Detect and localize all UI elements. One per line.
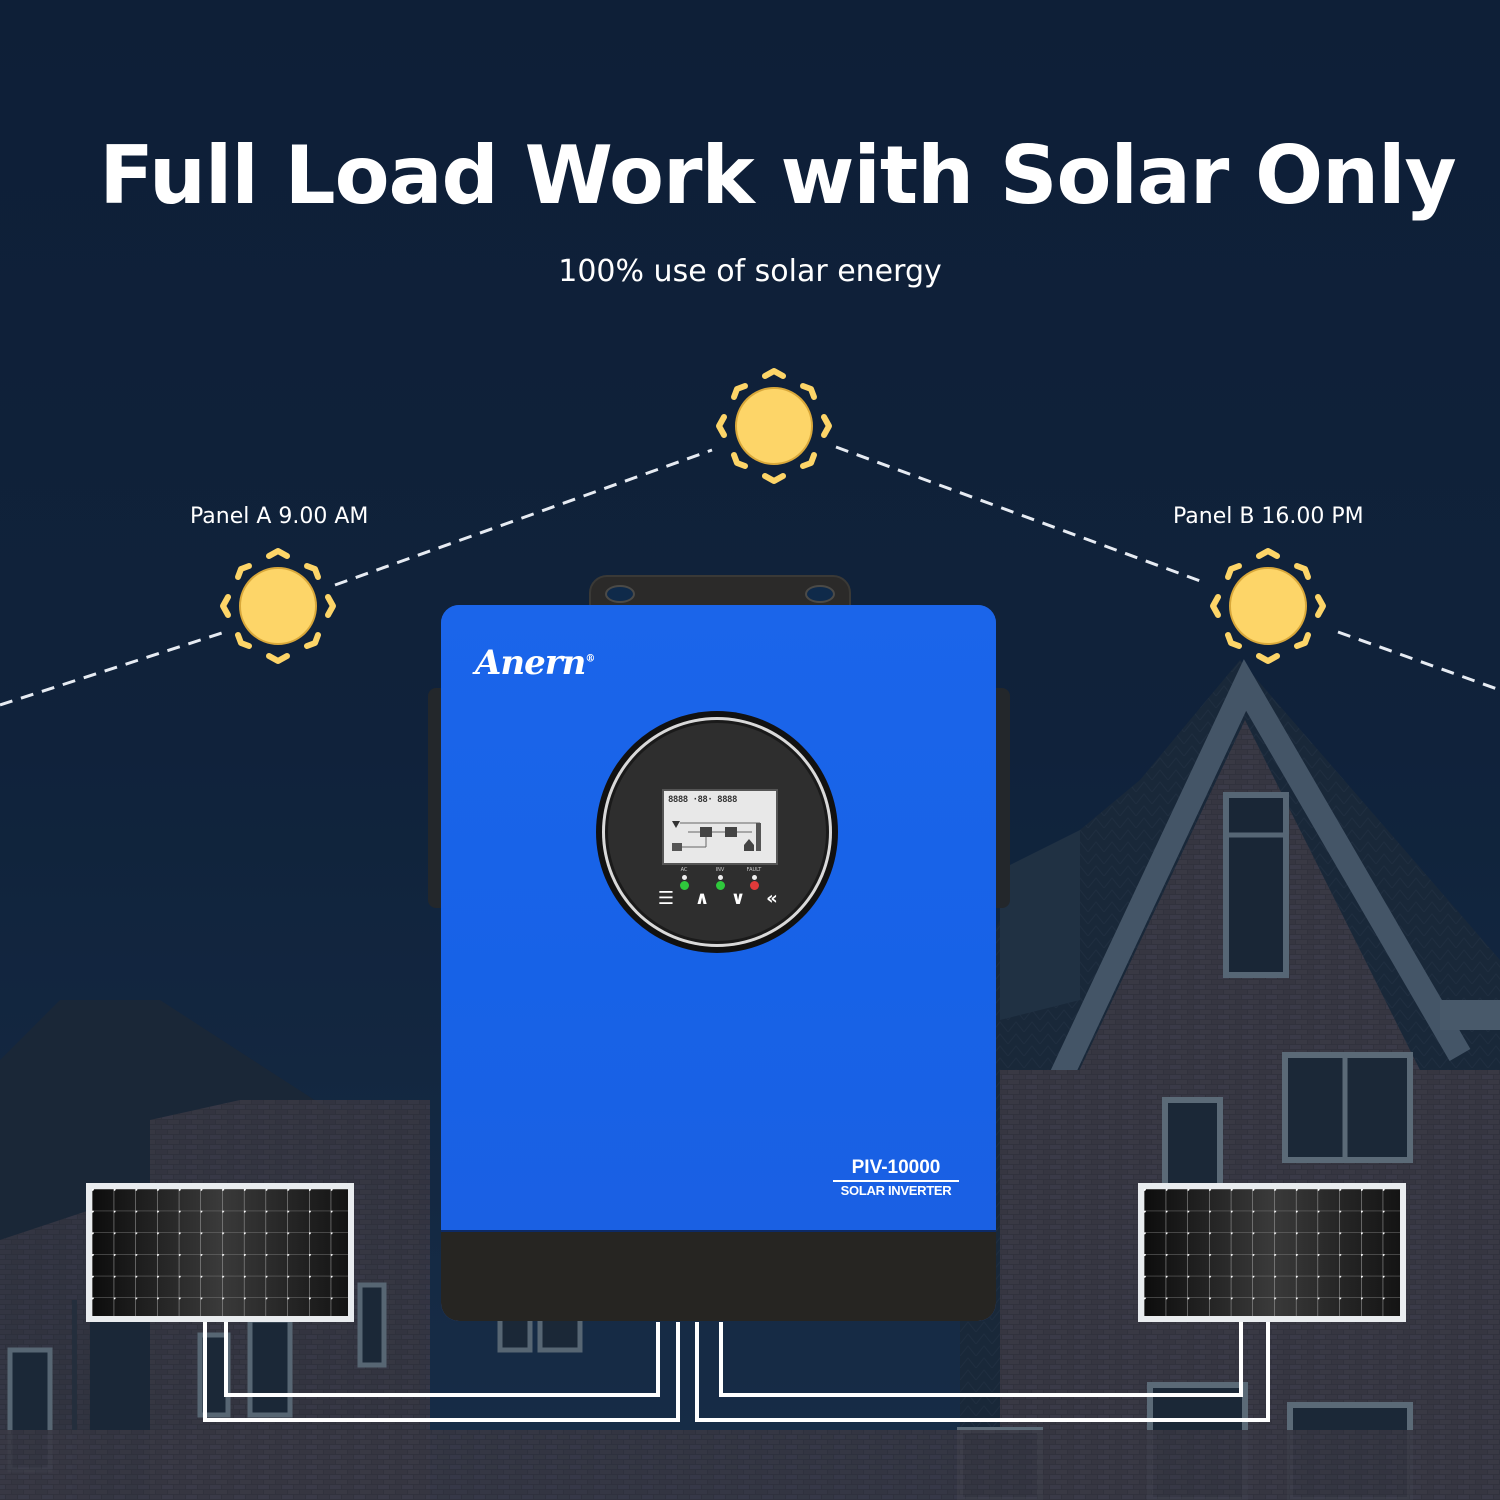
down-button[interactable]: ∨: [730, 888, 746, 909]
inv-led-icon: [715, 881, 725, 890]
brand-logo: Anern®: [475, 643, 595, 683]
solar-inverter: Anern® 8888 ·88· 8888: [441, 605, 996, 1321]
up-button[interactable]: ∧: [694, 888, 710, 909]
model-name: PIV-10000: [833, 1157, 959, 1182]
page-title: Full Load Work with Solar Only: [99, 129, 1456, 222]
page-subtitle: 100% use of solar energy: [558, 254, 942, 289]
mount-hole-icon: [805, 585, 835, 603]
side-fin-left: [428, 688, 444, 908]
sun-icon: [716, 368, 832, 484]
mount-hole-icon: [605, 585, 635, 603]
power-flow-diagram-icon: [672, 821, 761, 851]
sun-icon: [1210, 548, 1326, 664]
ac-led-icon: [679, 881, 689, 890]
control-buttons: ☰ ∧ ∨ «: [654, 887, 784, 917]
dashed-path-left-inner: [334, 448, 713, 587]
lcd-display: 8888 ·88· 8888: [662, 789, 778, 865]
fault-led-icon: [749, 881, 759, 890]
inv-indicator: INV: [710, 867, 730, 891]
menu-button[interactable]: ☰: [657, 888, 675, 909]
fault-indicator: FAULT: [744, 867, 764, 891]
panel-a-label: Panel A 9.00 AM: [190, 504, 369, 529]
dashed-path-right-inner: [835, 445, 1204, 584]
sun-icon: [220, 548, 336, 664]
panel-b-label: Panel B 16.00 PM: [1173, 504, 1364, 529]
dashed-path-left-outer: [0, 630, 226, 707]
inverter-bottom-cover: [441, 1230, 996, 1321]
back-button[interactable]: «: [766, 888, 778, 909]
status-indicators: AC INV FAULT: [674, 867, 764, 899]
lcd-readout: 8888 ·88· 8888: [668, 795, 737, 805]
side-fin-right: [994, 688, 1010, 908]
control-panel: 8888 ·88· 8888: [596, 711, 838, 953]
dashed-path-right-outer: [1337, 630, 1500, 692]
model-type: SOLAR INVERTER: [840, 1183, 952, 1198]
inverter-front-panel: Anern® 8888 ·88· 8888: [441, 605, 996, 1230]
model-label: PIV-10000 SOLAR INVERTER: [833, 1157, 959, 1199]
ac-indicator: AC: [674, 867, 694, 891]
